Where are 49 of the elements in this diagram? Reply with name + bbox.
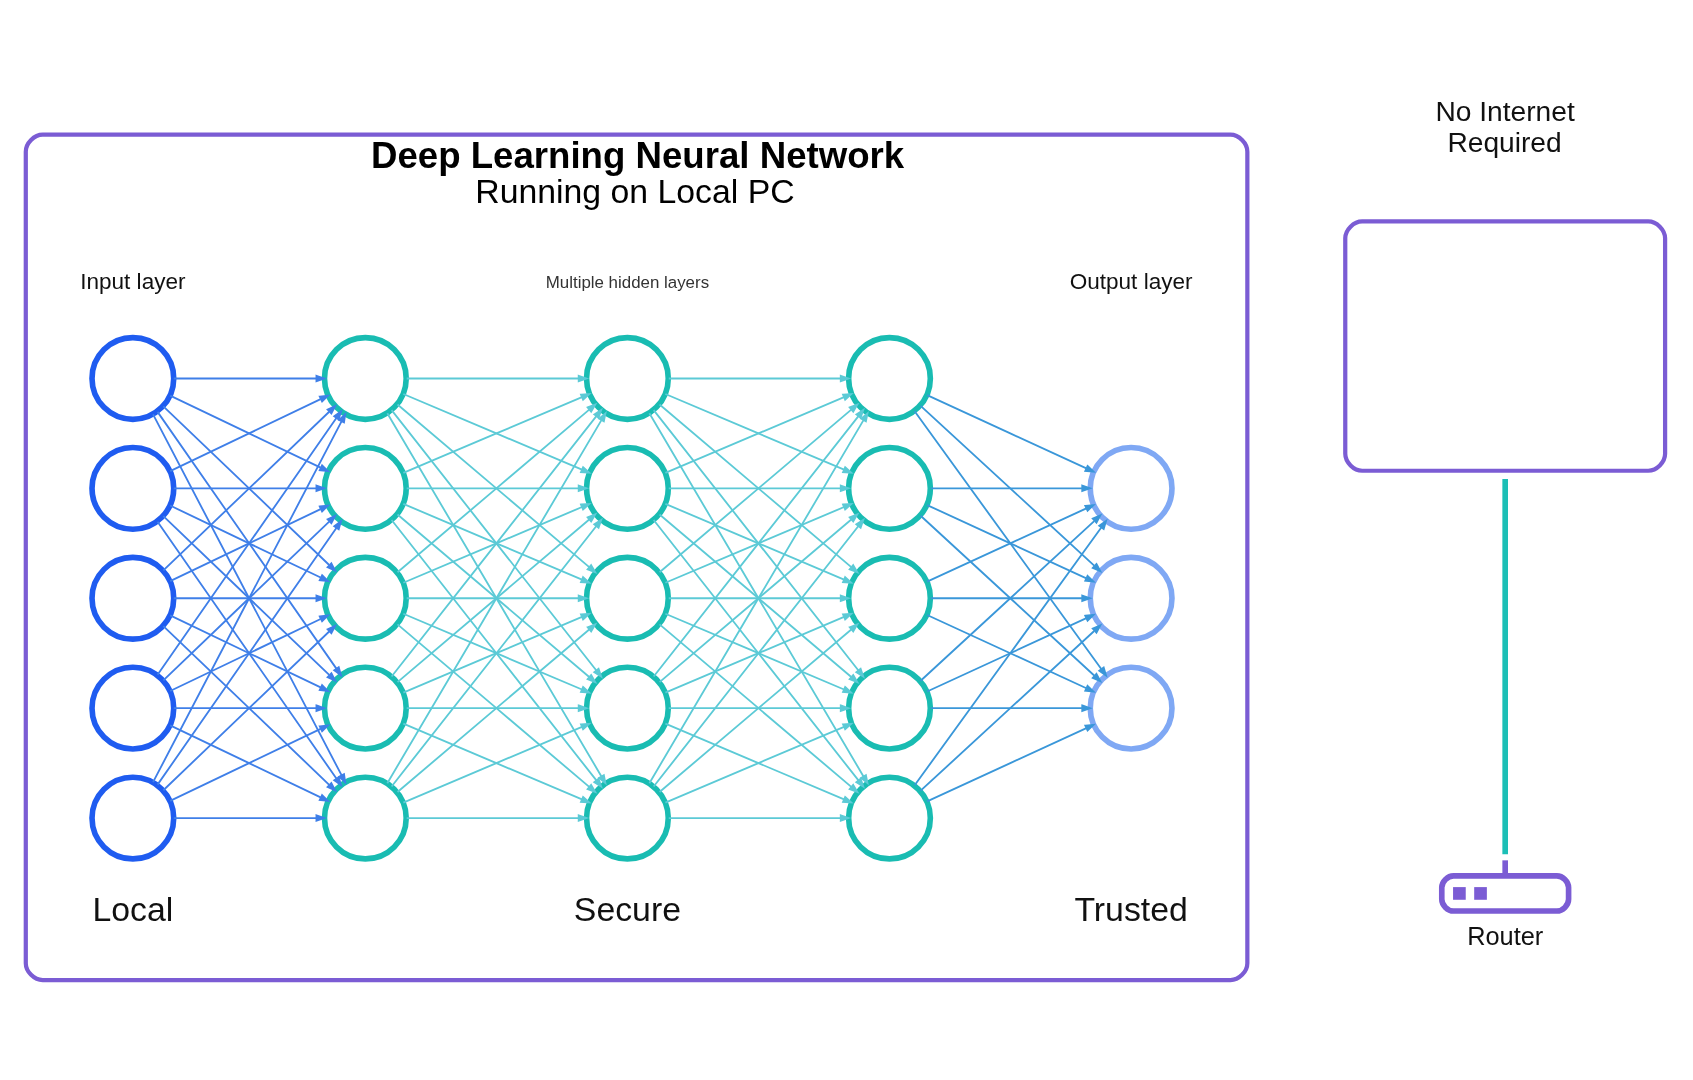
node-box (1343, 218, 1668, 473)
arrow (172, 813, 327, 822)
arrow (402, 392, 592, 474)
arrow (664, 502, 854, 584)
label: Multiple hidden layers (545, 272, 710, 292)
node-circle (89, 334, 177, 422)
arrow (913, 518, 1108, 786)
node-circle (1087, 554, 1175, 642)
arrow (926, 723, 1096, 802)
arrow (405, 703, 590, 712)
arrow (667, 813, 852, 822)
label: Input layer (80, 268, 186, 294)
arrow (929, 703, 1093, 712)
node-label: Router (1467, 921, 1544, 950)
arrow (405, 593, 590, 602)
arrow (664, 612, 854, 694)
arrow (402, 612, 592, 694)
arrow (172, 373, 327, 382)
arrow (919, 404, 1103, 573)
connector (1502, 478, 1508, 854)
node-label: No Internet Required (1435, 94, 1575, 158)
arrow (172, 703, 327, 712)
arrow (664, 392, 854, 474)
arrow (667, 593, 852, 602)
arrow (929, 593, 1093, 602)
arrow (169, 723, 331, 802)
arrow (919, 622, 1103, 792)
node-circle (89, 444, 177, 532)
arrow (929, 483, 1093, 492)
node-circle (89, 664, 177, 752)
arrow (926, 393, 1096, 473)
arrow (667, 373, 852, 382)
arrow (169, 394, 331, 472)
arrow (172, 593, 327, 602)
arrow (405, 813, 590, 822)
label: Output layer (1069, 268, 1193, 294)
arrow (405, 483, 590, 492)
arrow (402, 502, 592, 584)
arrow (913, 409, 1108, 678)
label: Trusted (1074, 889, 1188, 928)
arrow (405, 373, 590, 382)
node-circle (89, 773, 177, 862)
arrow (667, 703, 852, 712)
node-circle (89, 554, 177, 642)
label: Local (92, 889, 174, 928)
arrow (172, 483, 327, 492)
arrow (667, 483, 852, 492)
node-circle (321, 554, 409, 642)
label: Secure (573, 889, 681, 928)
